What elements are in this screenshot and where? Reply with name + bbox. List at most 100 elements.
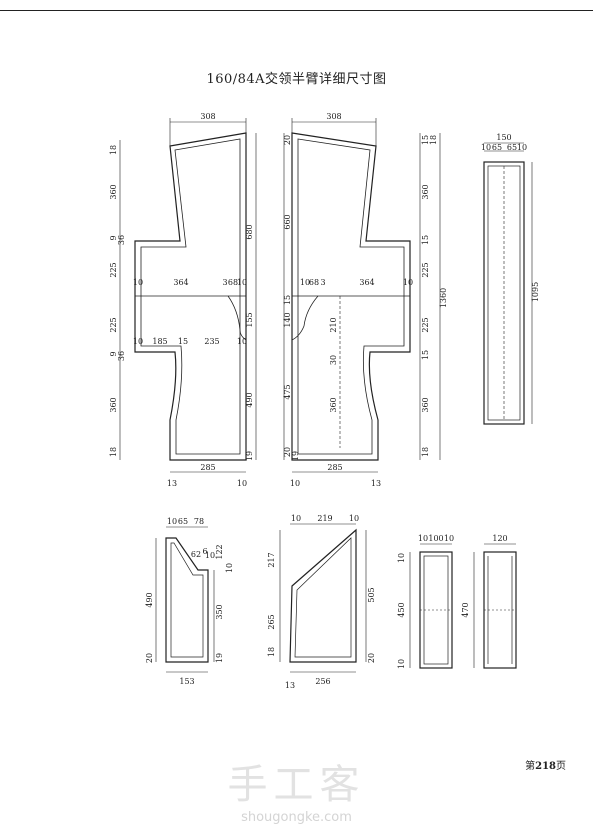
gore-piece-outline — [289, 528, 357, 663]
dim-gore-top-2: 219 — [317, 514, 332, 523]
dim-tie-b-left: 470 — [461, 602, 470, 617]
gore-piece — [289, 528, 357, 663]
watermark-text-en: shougongke.com — [241, 810, 352, 825]
page-number-prefix: 第 — [525, 761, 536, 772]
page-title: 160/84A交领半臂详细尺寸图 — [206, 72, 387, 87]
dim-collar-inner-1: 62 — [191, 550, 201, 559]
dim-band-sub-1: 10 — [481, 143, 491, 152]
dim-collar-inner-3: 10 — [205, 551, 215, 560]
dim-front-width-top: 308 — [200, 112, 215, 121]
dim-front-low-3: 15 — [178, 337, 188, 346]
dim-front-bottom-right: 10 — [237, 479, 247, 488]
dim-collar-width-bottom: 153 — [179, 677, 194, 686]
collar-piece-outline — [165, 537, 209, 663]
dim-collar-top-1: 10 — [167, 517, 177, 526]
dim-back-left-1: 20 — [283, 135, 292, 145]
page-number-value: 218 — [535, 761, 556, 772]
dim-gore-left-1: 217 — [267, 552, 276, 567]
dim-back-mid-3: 3 — [320, 278, 325, 287]
dim-back-right-8: 18 — [421, 447, 430, 457]
dim-front-low-4: 235 — [204, 337, 219, 346]
dim-collar-right-1: 122 — [215, 544, 224, 559]
dim-gore-top-1: 10 — [291, 514, 301, 523]
header-rule — [0, 10, 593, 11]
dim-back-bottom-right: 13 — [371, 479, 381, 488]
dim-band-height: 1095 — [531, 282, 540, 302]
dim-back-mid-1: 10 — [300, 278, 310, 287]
dim-back-width-top: 308 — [326, 112, 341, 121]
dim-back-total-height: 1360 — [439, 288, 448, 308]
page-number: 第218页 — [525, 757, 566, 772]
dim-gore-right-2: 20 — [367, 653, 376, 663]
dim-back-right-1: 15 — [421, 135, 430, 145]
front-piece — [134, 132, 247, 461]
dim-back-right-6: 15 — [421, 350, 430, 360]
dim-front-low-5: 10 — [237, 337, 247, 346]
dim-collar-left-1: 490 — [145, 592, 154, 607]
dim-front-left-5: 225 — [109, 262, 118, 277]
dim-front-right-3: 490 — [245, 392, 254, 407]
dim-front-left-1: 18 — [109, 145, 118, 155]
dim-back-left-4: 140 — [283, 312, 292, 327]
watermark: 手工客 shougongke.com — [0, 762, 593, 825]
dim-back-right-4: 225 — [421, 262, 430, 277]
dim-tie-a-left-2: 450 — [397, 602, 406, 617]
dim-front-right-small: 19 — [245, 451, 254, 461]
dim-back-mid-2: 68 — [309, 278, 319, 287]
back-piece-outline — [291, 132, 411, 461]
dim-band-width: 150 — [496, 133, 511, 142]
dim-back-mid-5: 10 — [403, 278, 413, 287]
dim-front-left-7: 36 — [117, 351, 126, 361]
dim-back-bottom-left: 10 — [290, 479, 300, 488]
front-piece-inner — [140, 138, 241, 455]
dim-collar-inner-2: 6 — [202, 547, 207, 556]
dim-front-mid-2: 364 — [173, 278, 188, 287]
dim-back-right-3: 15 — [421, 235, 430, 245]
dim-tie-a-top-3: 10 — [444, 534, 454, 543]
tie-piece-a — [419, 551, 453, 669]
collar-piece — [165, 537, 209, 663]
dim-back-left-7: 19 — [291, 451, 300, 461]
dim-front-right-1: 680 — [245, 224, 254, 239]
dim-back-left-3: 15 — [283, 295, 292, 305]
dim-back-left-6: 20 — [283, 447, 292, 457]
back-piece — [291, 132, 411, 461]
dim-front-left-2: 360 — [109, 184, 118, 199]
dim-collar-right-4: 19 — [215, 653, 224, 663]
dim-gore-width-bottom: 256 — [315, 677, 330, 686]
dim-collar-left-2: 20 — [145, 653, 154, 663]
dim-front-left-6: 225 — [109, 317, 118, 332]
dim-back-width-bottom: 285 — [327, 463, 342, 472]
dim-front-low-1: 10 — [133, 337, 143, 346]
dim-front-right-2: 155 — [245, 312, 254, 327]
front-piece-outline — [134, 132, 247, 461]
dim-front-left-8: 9 — [109, 351, 118, 356]
dim-front-mid-4: 68 — [228, 278, 238, 287]
dim-gore-right-1: 505 — [367, 587, 376, 602]
dim-back-right-7: 360 — [421, 397, 430, 412]
dim-band-sub-3: 65 — [507, 143, 517, 152]
dim-front-mid-1: 10 — [133, 278, 143, 287]
dim-tie-a-top-2: 100 — [428, 534, 443, 543]
dim-band-top-small: 18 — [429, 135, 438, 145]
dim-back-left-5: 475 — [283, 384, 292, 399]
tie-piece-b — [483, 551, 517, 669]
dim-front-left-10: 18 — [109, 447, 118, 457]
dim-front-left-9: 360 — [109, 397, 118, 412]
dim-band-sub-2: 65 — [492, 143, 502, 152]
dim-front-bottom-left: 13 — [167, 479, 177, 488]
dim-collar-right-3: 350 — [215, 604, 224, 619]
dim-front-left-4: 36 — [117, 235, 126, 245]
dim-back-inner-1: 210 — [329, 317, 338, 332]
dim-back-right-5: 225 — [421, 317, 430, 332]
dim-band-sub-4: 10 — [517, 143, 527, 152]
dim-back-inner-2: 30 — [329, 355, 338, 365]
dim-gore-left-2: 265 — [267, 614, 276, 629]
page-number-suffix: 页 — [556, 761, 566, 772]
dim-tie-a-left-3: 10 — [397, 659, 406, 669]
back-piece-inner — [297, 138, 405, 455]
dim-collar-top-3: 78 — [194, 517, 204, 526]
dim-gore-left-3: 18 — [267, 647, 276, 657]
sleeve-band — [483, 161, 525, 425]
